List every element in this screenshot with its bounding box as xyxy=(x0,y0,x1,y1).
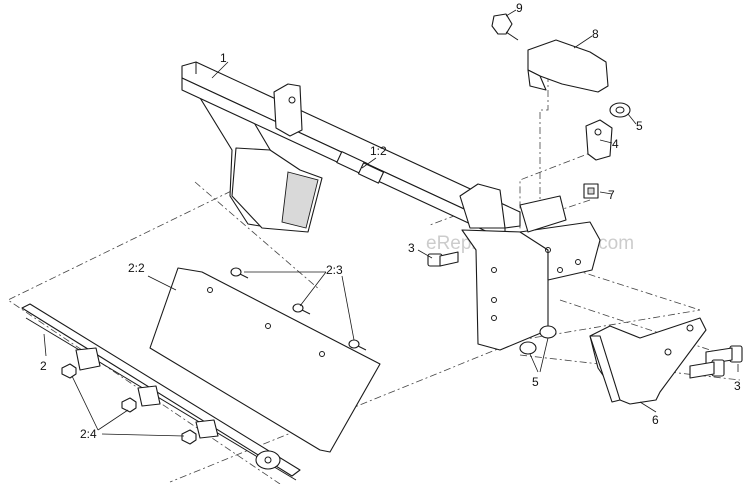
callout-3-upper: 3 xyxy=(408,241,415,255)
part-3-bolts-lower xyxy=(689,345,743,379)
part-2-rod-assembly xyxy=(21,303,301,481)
callout-2: 2 xyxy=(40,359,47,373)
screw-2-3-c xyxy=(348,339,367,351)
screw-2-3-b xyxy=(292,303,311,315)
part-2-4-nuts xyxy=(61,363,197,445)
part-3-bolt-upper xyxy=(427,251,459,267)
callout-9: 9 xyxy=(516,1,523,15)
part-7-clip-nut xyxy=(583,183,599,199)
part-6-side-bracket xyxy=(589,317,707,405)
nut-2-4-c xyxy=(181,429,197,445)
callout-4: 4 xyxy=(612,137,619,151)
callout-1: 1 xyxy=(220,51,227,65)
part-1-frame xyxy=(181,61,601,351)
callout-6: 6 xyxy=(652,413,659,427)
screw-2-3-a xyxy=(230,267,249,279)
callout-3-lower: 3 xyxy=(734,379,741,393)
part-5-washer-upper xyxy=(609,102,631,118)
nut-2-4-a xyxy=(61,363,77,379)
assembly-guide-lines xyxy=(7,60,741,484)
callout-7: 7 xyxy=(608,188,615,202)
part-4-spacer-plate xyxy=(585,119,613,161)
part-9-knob xyxy=(491,13,519,41)
callout-5-upper: 5 xyxy=(636,119,643,133)
callout-labels: 1 1:2 2 2:2 2:3 2:4 3 3 4 5 5 6 7 8 9 xyxy=(40,1,741,441)
callout-2-3: 2:3 xyxy=(326,263,343,277)
part-5-washers-lower xyxy=(519,325,557,355)
part-2-2-shield-panel xyxy=(149,267,381,453)
part-8-cover xyxy=(527,39,609,93)
callout-1-2: 1:2 xyxy=(370,144,387,158)
callout-2-4: 2:4 xyxy=(80,427,97,441)
callout-5-lower: 5 xyxy=(532,375,539,389)
callout-8: 8 xyxy=(592,27,599,41)
nut-2-4-b xyxy=(121,397,137,413)
callout-2-2: 2:2 xyxy=(128,261,145,275)
leader-lines xyxy=(43,9,739,437)
